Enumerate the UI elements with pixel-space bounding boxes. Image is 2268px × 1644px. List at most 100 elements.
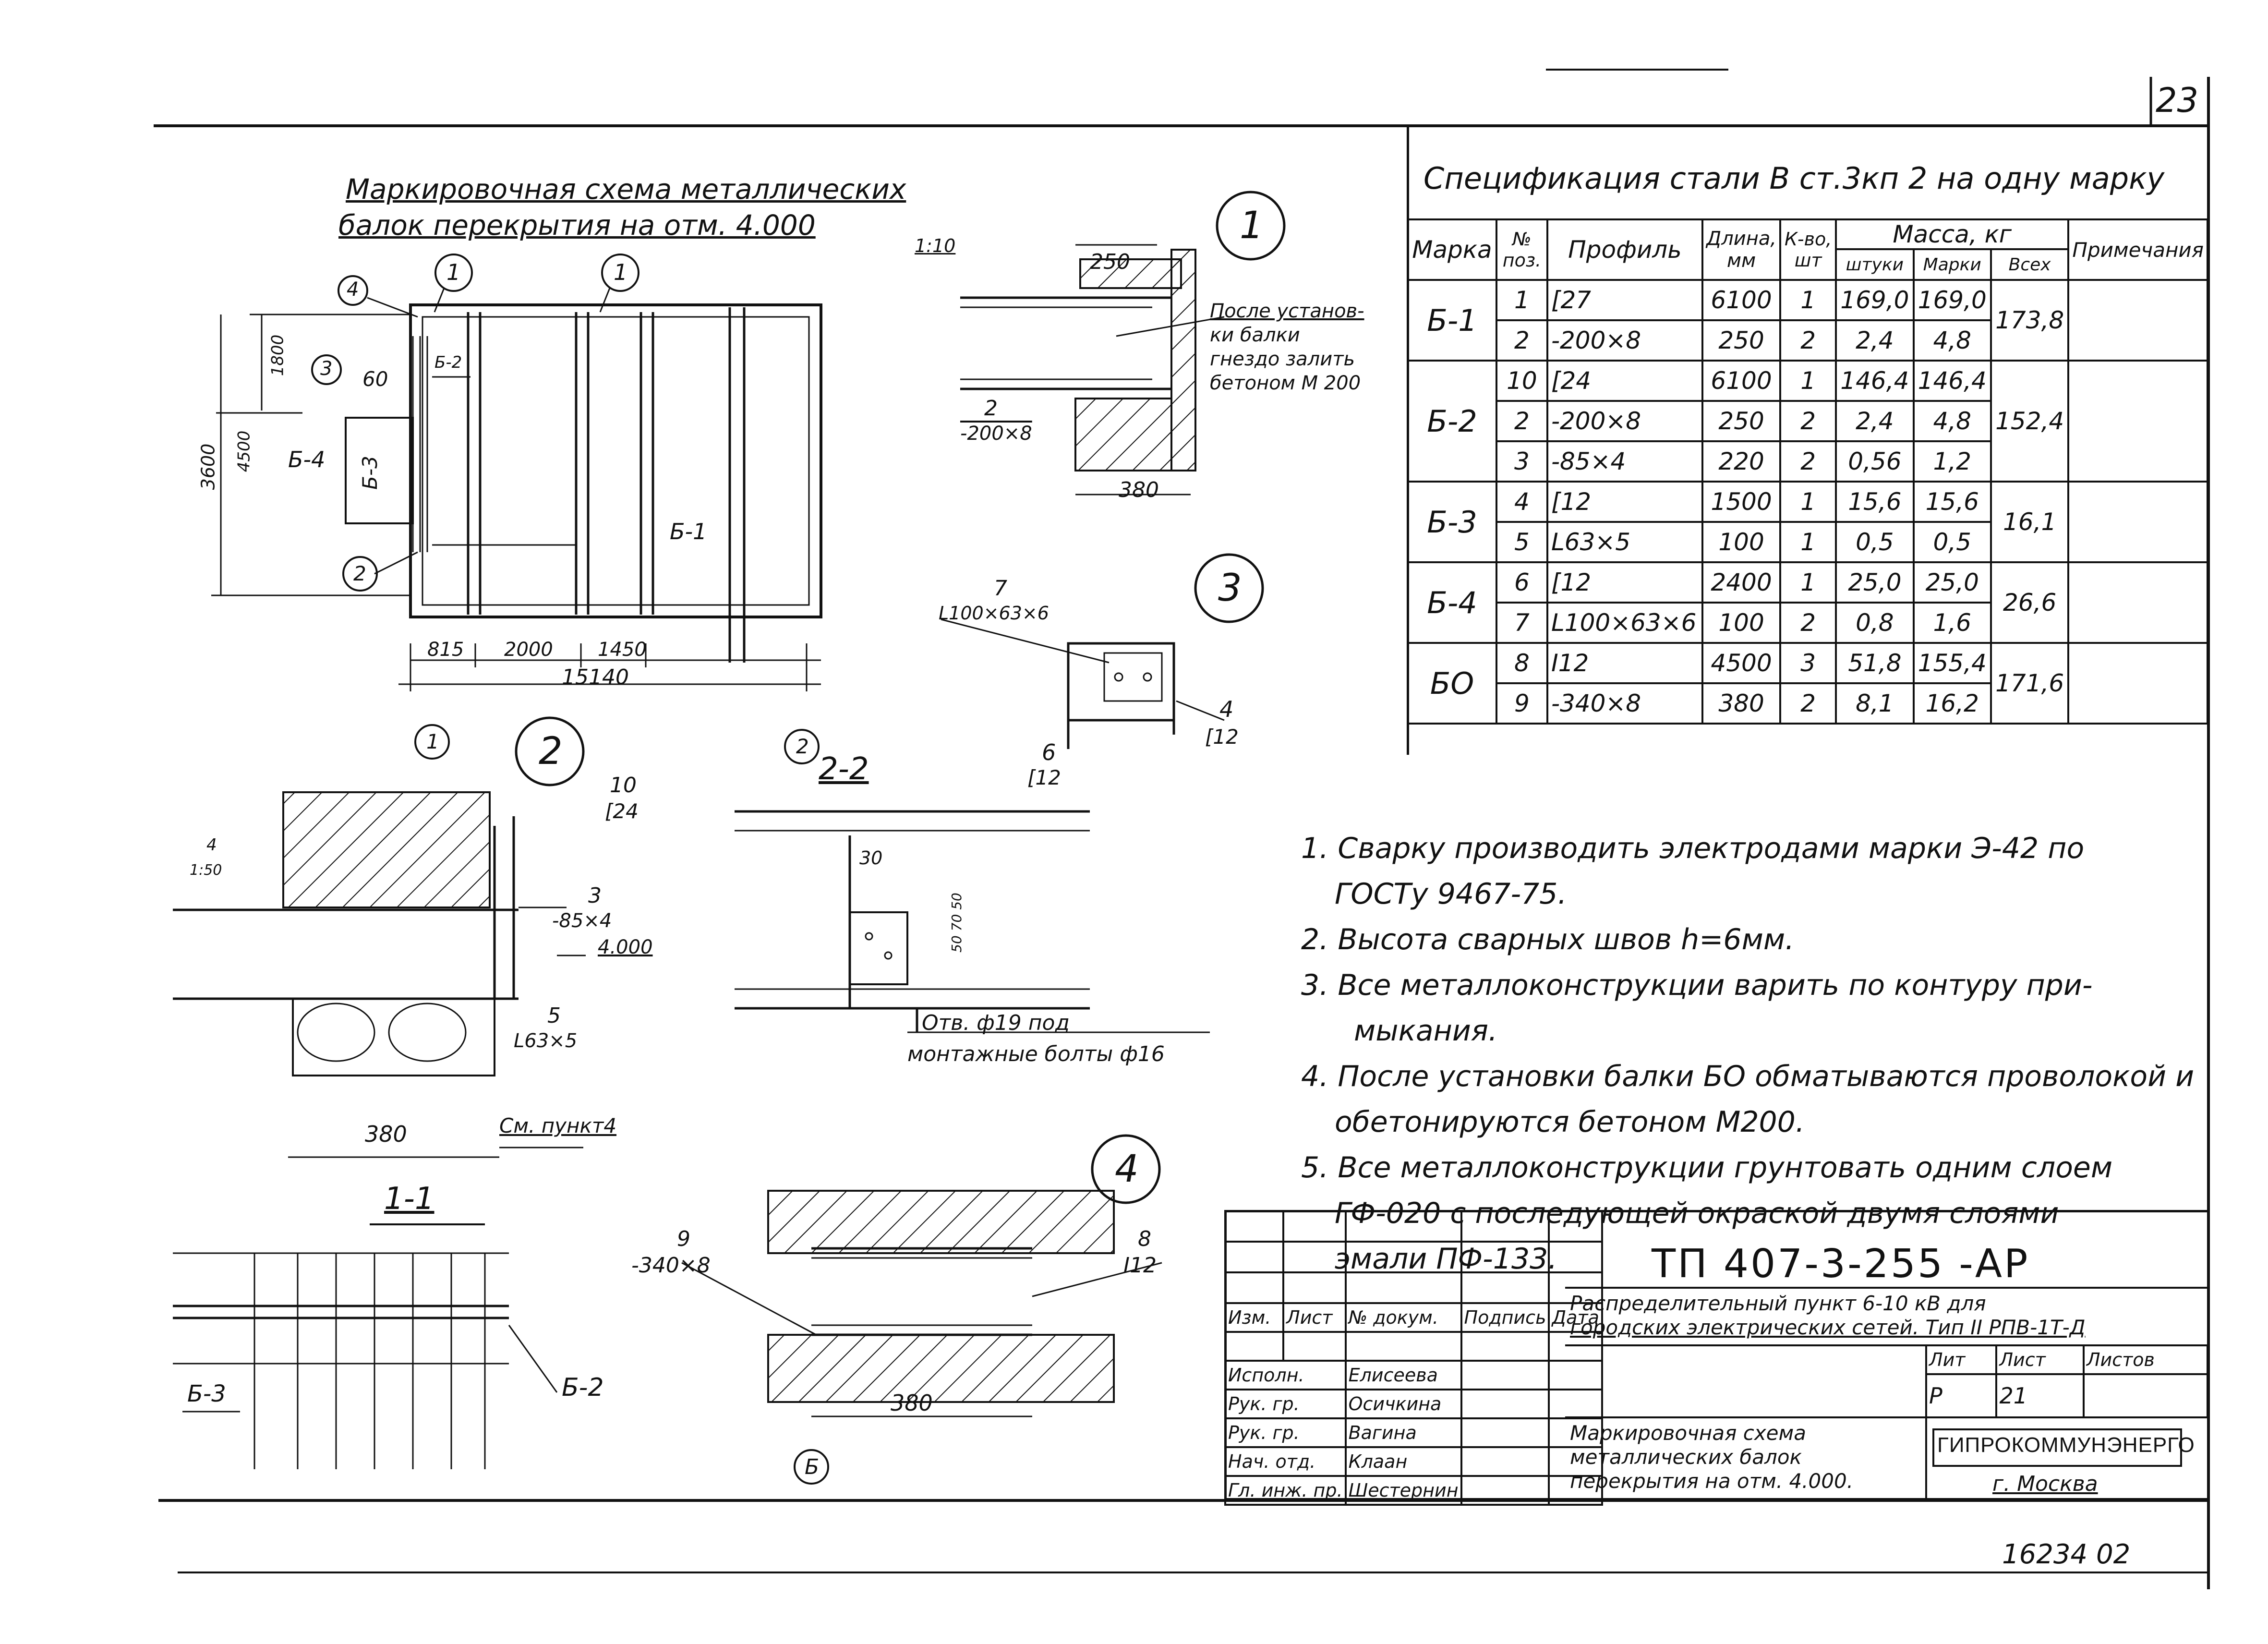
spec-header-total: Всех <box>1990 248 2070 281</box>
plan-callout-2: 2 <box>353 562 366 585</box>
node2-level: 4.000 <box>598 936 653 958</box>
spec-unit-mass: 146,4 <box>1835 360 1915 402</box>
plan-callout-1a: 1 <box>446 259 461 285</box>
spec-mark: Б-4 <box>1407 561 1497 644</box>
spec-total-mass: 171,6 <box>1990 642 2070 725</box>
spec-profile: [12 <box>1546 561 1703 604</box>
spec-note <box>2067 279 2208 362</box>
spec-mark-mass: 1,6 <box>1912 602 1992 644</box>
stamp-role: Нач. отд. <box>1224 1446 1347 1477</box>
node4-prof8: I12 <box>1123 1253 1157 1278</box>
spec-mark-mass: 155,4 <box>1912 642 1992 684</box>
spec-length: 6100 <box>1701 360 1782 402</box>
note-line: 5. Все металлоконструкции грунтовать одн… <box>1301 1151 2113 1185</box>
stamp-sheet-header: Лист <box>1995 1344 2085 1375</box>
plan-dim-60: 60 <box>362 367 388 391</box>
spec-qty: 1 <box>1779 481 1837 523</box>
plan-callout-1b: 1 <box>614 259 628 285</box>
plan-title-line2: балок перекрытия на отм. 4.000 <box>338 209 816 242</box>
spec-length: 1500 <box>1701 481 1782 523</box>
spec-pos: 10 <box>1495 360 1548 402</box>
node1-number: 1 <box>1240 204 1264 247</box>
plan-dim-15140: 15140 <box>562 665 629 689</box>
spec-pos: 5 <box>1495 521 1548 563</box>
note-line: ГОСТу 9467-75. <box>1335 877 1567 911</box>
node2-prof10: [24 <box>605 799 639 823</box>
stamp-role: Рук. гр. <box>1224 1417 1347 1448</box>
note-line: 2. Высота сварных швов h=6мм. <box>1301 923 1795 956</box>
spec-note <box>2067 561 2208 644</box>
section22-title: 2-2 <box>819 751 869 787</box>
section22-dims: 50 70 50 <box>948 893 965 953</box>
spec-pos: 1 <box>1495 279 1548 321</box>
spec-profile: -340×8 <box>1546 682 1703 725</box>
footer-code: 16234 02 <box>2002 1539 2131 1570</box>
spec-pos: 6 <box>1495 561 1548 604</box>
stamp-divider-h3 <box>1565 1416 2208 1418</box>
spec-pos: 7 <box>1495 602 1548 644</box>
section22-dim30: 30 <box>859 847 883 869</box>
stamp-code: ТП 407-3-255 -АР <box>1652 1241 2030 1287</box>
node3-prof7: L100×63×6 <box>939 603 1049 624</box>
spec-qty: 1 <box>1779 521 1837 563</box>
node1-profile: -200×8 <box>960 423 1032 445</box>
node1-note-1: После установ- <box>1210 300 1364 322</box>
spec-header-per-mark: Марки <box>1912 248 1992 281</box>
spec-profile: -85×4 <box>1546 440 1703 483</box>
node1-scale: 1:10 <box>915 235 956 256</box>
spec-length: 250 <box>1701 319 1782 362</box>
spec-unit-mass: 0,8 <box>1835 602 1915 644</box>
node4-number: 4 <box>1115 1148 1139 1191</box>
spec-qty: 2 <box>1779 400 1837 442</box>
plan-dim-3600: 3600 <box>197 443 219 490</box>
stamp-project-1: Распределительный пункт 6-10 кВ для <box>1570 1292 1986 1315</box>
spec-header-length: Длина, мм <box>1701 218 1782 281</box>
spec-mark-mass: 0,5 <box>1912 521 1992 563</box>
spec-qty: 2 <box>1779 682 1837 725</box>
stamp-sheet: 21 <box>1995 1373 2085 1418</box>
stamp-name: Осичкина <box>1344 1389 1462 1419</box>
spec-mark: Б-3 <box>1407 481 1497 563</box>
sheet-number: 23 <box>2156 81 2199 120</box>
node1-note-2: ки балки <box>1210 324 1300 346</box>
section11-b2: Б-2 <box>562 1373 604 1402</box>
spec-unit-mass: 0,56 <box>1835 440 1915 483</box>
spec-mark-mass: 146,4 <box>1912 360 1992 402</box>
stamp-name: Вагина <box>1344 1417 1462 1448</box>
node3-pos7: 7 <box>994 576 1007 601</box>
stamp-city: г. Москва <box>1992 1472 2098 1496</box>
spec-pos: 2 <box>1495 400 1548 442</box>
node2-pos5: 5 <box>547 1003 561 1028</box>
node2-dim-380: 380 <box>365 1121 407 1147</box>
node4-prof9: -340×8 <box>631 1253 711 1278</box>
node1-pos: 2 <box>984 396 998 421</box>
stamp-role: Исполн. <box>1224 1360 1347 1390</box>
node1-dim-250: 250 <box>1090 250 1130 274</box>
spec-qty: 1 <box>1779 561 1837 604</box>
note-line: мыкания. <box>1354 1014 1498 1048</box>
spec-pos: 8 <box>1495 642 1548 684</box>
spec-mark-mass: 25,0 <box>1912 561 1992 604</box>
note-line: обетонируются бетоном М200. <box>1335 1105 1805 1139</box>
spec-unit-mass: 8,1 <box>1835 682 1915 725</box>
section22-circle: 2 <box>796 735 809 758</box>
stamp-stage-header: Лит <box>1925 1344 1998 1375</box>
stamp-project-2: городских электрических сетей. Тип II РП… <box>1570 1316 2086 1339</box>
spec-mark: Б-1 <box>1407 279 1497 362</box>
plan-callout-4: 4 <box>347 278 359 301</box>
stamp-divider-h1 <box>1565 1287 2208 1289</box>
spec-total-mass: 173,8 <box>1990 279 2070 362</box>
spec-qty: 3 <box>1779 642 1837 684</box>
spec-unit-mass: 15,6 <box>1835 481 1915 523</box>
stamp-name: Елисеева <box>1344 1360 1462 1390</box>
stamp-name: Шестернин <box>1344 1475 1462 1506</box>
plan-mark-b4: Б-4 <box>288 447 326 472</box>
node3-prof6: [12 <box>1027 766 1061 789</box>
node3-number: 3 <box>1218 567 1242 610</box>
